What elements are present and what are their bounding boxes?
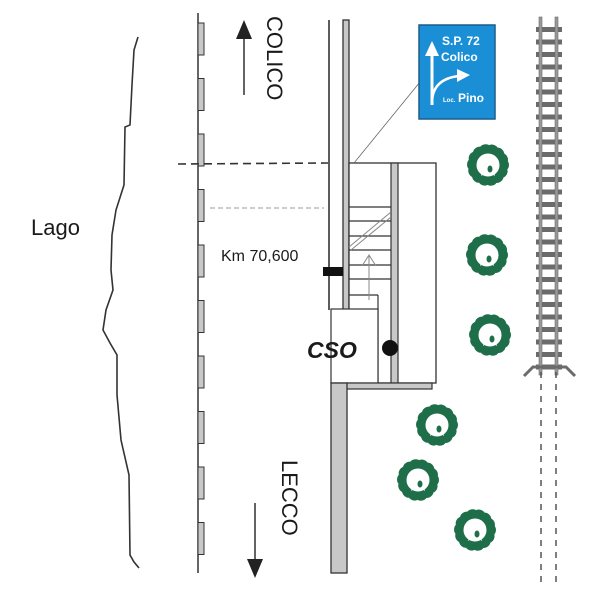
guardrail-posts <box>197 22 205 555</box>
tree-center <box>477 154 499 176</box>
rail-sleeper <box>536 264 562 270</box>
rail-sleeper <box>536 152 562 157</box>
stairs-arrow-head-icon <box>361 254 377 267</box>
trees <box>397 144 511 551</box>
tree-icon <box>397 459 439 501</box>
tree-trunk <box>486 255 492 263</box>
tree-canopy-ring <box>420 408 454 442</box>
rail-sleeper <box>536 227 562 232</box>
tree-trunk <box>487 165 493 173</box>
stairs-diagonal-a <box>348 211 392 248</box>
rail-sleeper <box>536 89 562 95</box>
tree-icon <box>416 404 458 446</box>
rail-sleeper <box>536 289 562 295</box>
rail-sleeper <box>536 64 562 70</box>
rail-sleeper <box>536 39 562 45</box>
tree-canopy-ring <box>458 513 492 547</box>
rail-sleeper <box>536 339 562 345</box>
building: CSO <box>307 162 437 390</box>
tree-center <box>479 324 501 346</box>
rail-sleeper <box>536 302 562 307</box>
rail-sleeper <box>536 327 562 332</box>
km-marker-label: Km 70,600 <box>221 248 298 265</box>
railway-tunnel-portal <box>522 365 577 378</box>
guardrail-post <box>197 411 205 444</box>
sign-loc-prefix: Loc. <box>443 98 456 104</box>
staircase <box>349 206 391 280</box>
rail-sleeper <box>536 189 562 195</box>
sign-right-arrow-icon <box>457 69 470 82</box>
tree-icon <box>467 144 509 186</box>
down-arrow-icon <box>247 559 263 578</box>
sign-up-arrow-icon <box>425 41 439 56</box>
tree-center <box>464 519 486 541</box>
road-sign: S.P. 72 Colico Loc. Pino <box>418 24 496 120</box>
sign-right-curve-arrow <box>430 74 460 104</box>
guardrail-post <box>197 189 205 222</box>
direction-lecco-label: LECCO <box>277 460 302 536</box>
rail-sleeper <box>536 252 562 257</box>
sign-leader-line <box>353 81 421 164</box>
rail-left <box>538 16 543 376</box>
road-wall-north <box>342 19 350 311</box>
up-arrow-icon <box>236 20 252 39</box>
rail-sleeper <box>536 314 562 320</box>
rail-sleeper <box>536 77 562 82</box>
guardrail-post <box>197 244 205 278</box>
tree-canopy-ring <box>401 463 435 497</box>
rail-sleeper <box>536 277 562 282</box>
guardrail-post <box>197 355 205 389</box>
tree-trunk <box>489 335 495 343</box>
tree-canopy-ring <box>470 238 504 272</box>
guardrail-post <box>197 133 205 167</box>
sign-destination-pino: Pino <box>458 91 484 105</box>
tree-center <box>407 469 429 491</box>
tree-canopy-ring <box>473 318 507 352</box>
sign-route-number: S.P. 72 <box>442 34 480 48</box>
rail-sleeper <box>536 52 562 57</box>
rail-sleeper <box>536 177 562 182</box>
tree-canopy-ring <box>471 148 505 182</box>
rail-right <box>554 16 559 376</box>
rail-sleeper <box>536 164 562 170</box>
guardrail-post <box>197 22 205 56</box>
station-point-icon <box>382 340 398 356</box>
tree-trunk <box>417 480 423 488</box>
rail-sleeper <box>536 127 562 132</box>
tree-center <box>476 244 498 266</box>
direction-colico: COLICO <box>236 16 287 100</box>
tree-center <box>426 414 448 436</box>
rail-sleeper <box>536 139 562 145</box>
tree-trunk <box>474 530 480 538</box>
road-wall-south <box>330 382 348 574</box>
rail-sleeper <box>536 102 562 107</box>
tree-icon <box>469 314 511 356</box>
lake-label: Lago <box>31 215 80 240</box>
guardrail-post <box>197 78 205 111</box>
rail-sleeper <box>536 214 562 220</box>
sign-destination-colico: Colico <box>441 50 478 64</box>
railway <box>522 16 577 583</box>
rail-sleeper <box>536 114 562 120</box>
guardrail-post <box>197 522 205 555</box>
guardrail-post <box>197 300 205 333</box>
rail-sleeper <box>536 239 562 245</box>
km-marker-icon <box>323 267 343 276</box>
rail-sleeper <box>536 27 562 32</box>
direction-lecco: LECCO <box>247 460 302 578</box>
direction-colico-label: COLICO <box>262 16 287 100</box>
tree-trunk <box>436 425 442 433</box>
station-label: CSO <box>307 337 357 363</box>
stairs-diagonal-b <box>350 216 392 251</box>
tree-icon <box>454 509 496 551</box>
lake-shoreline <box>102 36 140 569</box>
rail-sleeper <box>536 352 562 357</box>
guardrail-post <box>197 466 205 500</box>
building-base-wall <box>345 382 433 390</box>
rail-sleeper <box>536 202 562 207</box>
station-room <box>330 308 379 384</box>
tree-icon <box>466 234 508 276</box>
